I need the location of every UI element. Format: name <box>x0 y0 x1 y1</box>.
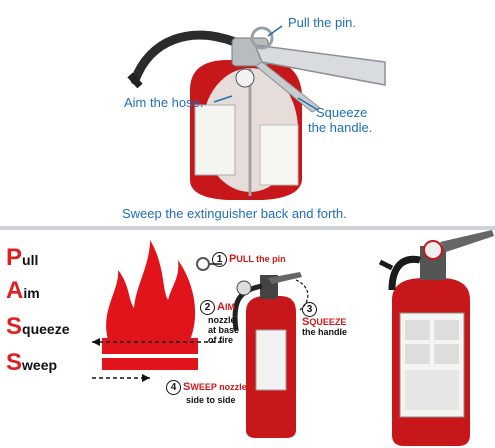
small-hose <box>232 283 263 331</box>
label-panel-3 <box>405 344 430 364</box>
panel-divider <box>0 226 495 230</box>
callout-squeeze-1: Squeeze <box>316 105 368 120</box>
top-illustration-panel: Pull the pin. Aim the hose. Squeeze the … <box>122 15 386 221</box>
step-capital: S <box>183 380 191 393</box>
acronym-letter: S <box>6 349 23 376</box>
step-text: IM <box>224 301 235 312</box>
label-panel-1 <box>405 320 430 340</box>
label-panel-classes <box>405 370 459 410</box>
small-label <box>255 329 287 391</box>
callout-squeeze-2: the handle. <box>308 120 373 135</box>
acronym-word: queeze <box>22 321 70 337</box>
step-capital: P <box>229 252 237 265</box>
large-gauge <box>423 240 443 260</box>
label-panel-4 <box>434 344 459 364</box>
large-hose-nozzle <box>378 259 394 271</box>
step-number: 2 <box>200 300 215 315</box>
pin-icon <box>196 257 210 271</box>
pressure-gauge <box>235 68 255 88</box>
step-number: 4 <box>166 380 181 395</box>
large-hose <box>388 255 421 291</box>
squeeze-callout-line <box>297 97 319 111</box>
small-lever <box>268 272 302 284</box>
pull-pin-ring <box>250 26 274 50</box>
step-squeeze: 3 SQUEEZE the handle <box>302 302 347 337</box>
large-lever <box>440 230 494 252</box>
squeeze-lever <box>253 44 386 86</box>
pass-row-aim: Aim <box>6 277 40 305</box>
label-panel-2 <box>434 320 459 340</box>
step-text: QUEEZE <box>309 317 347 327</box>
instruction-label <box>194 104 236 176</box>
step-text: WEEP nozzle <box>190 381 247 392</box>
step-text-line: side to side <box>186 395 236 405</box>
step-number: 1 <box>212 252 227 267</box>
fuel-base-top <box>102 338 198 354</box>
extinguisher-closeup-illustration <box>127 25 386 200</box>
step-text-line: of fire <box>208 335 234 345</box>
callout-pull-pin: Pull the pin. <box>288 15 356 30</box>
small-gauge <box>236 280 252 296</box>
aim-callout-line <box>213 95 233 103</box>
pass-row-sweep: Sweep <box>6 349 57 377</box>
acronym-word: ull <box>22 252 39 268</box>
fuel-base-bottom <box>102 358 198 370</box>
acronym-letter: P <box>6 244 23 271</box>
step-text: ULL the pin <box>236 253 286 264</box>
step-text-line: at base <box>208 325 240 335</box>
acronym-letter: S <box>6 313 23 340</box>
pass-row-pull: Pull <box>6 244 38 272</box>
acronym-word: im <box>23 285 40 301</box>
label-tag <box>259 124 299 186</box>
acronym-word: weep <box>22 357 58 373</box>
callout-sweep: Sweep the extinguisher back and forth. <box>122 206 347 221</box>
pass-row-squeeze: Squeeze <box>6 313 69 341</box>
step-number: 3 <box>302 302 317 317</box>
callout-aim-hose: Aim the hose. <box>124 95 204 110</box>
step-text-line: nozzle <box>208 315 236 325</box>
pass-method-illustration <box>92 230 494 446</box>
sweep-arrowhead <box>142 374 150 382</box>
step-capital: A <box>217 300 225 313</box>
flame-shape <box>106 240 196 340</box>
hose <box>130 30 240 85</box>
aim-arrowhead <box>92 338 100 346</box>
carry-handle <box>255 61 321 113</box>
step-text-line: the handle <box>302 327 348 337</box>
step-capital: S <box>302 316 310 328</box>
hose-nozzle <box>127 72 143 89</box>
pull-callout-line <box>267 25 283 37</box>
acronym-letter: A <box>6 277 24 304</box>
